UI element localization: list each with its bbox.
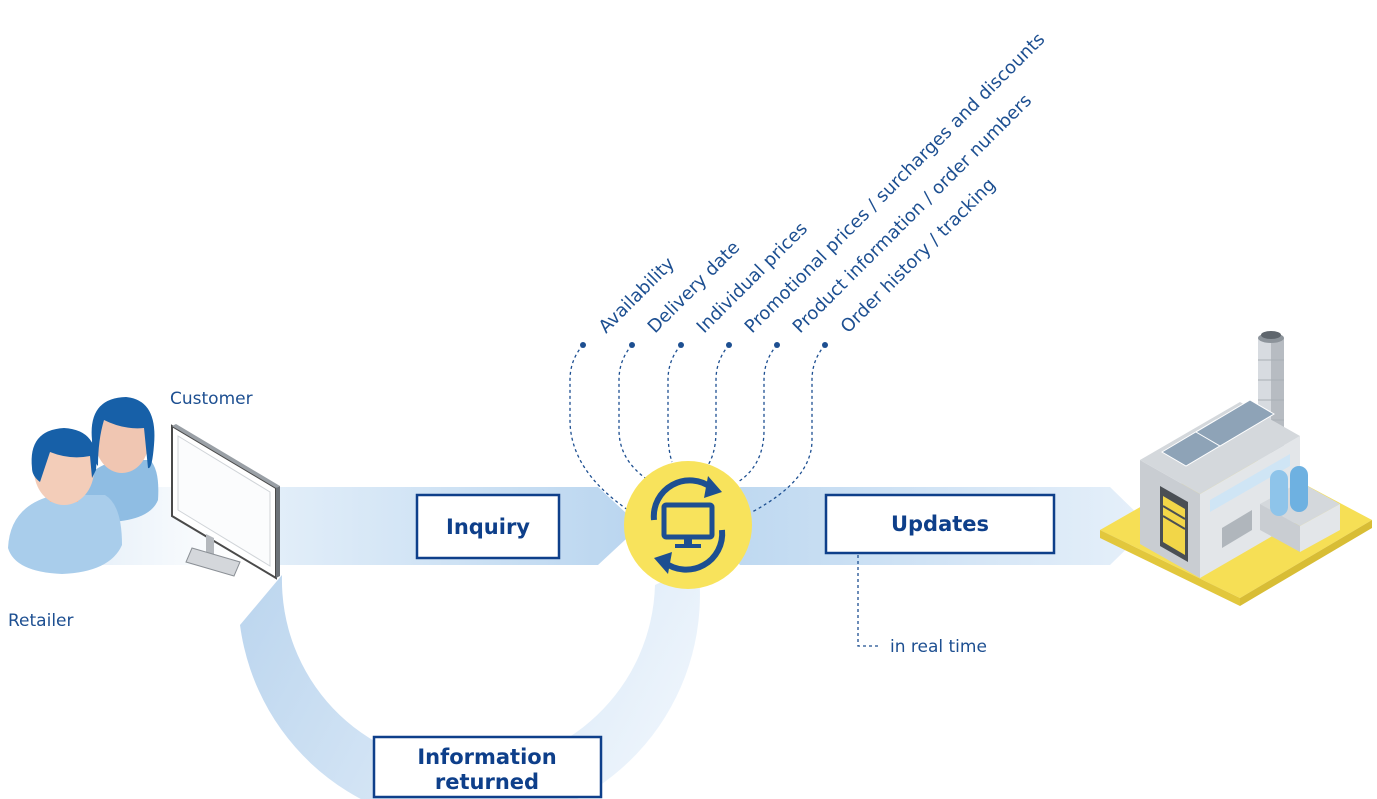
desktop-monitor-icon — [171, 424, 280, 580]
information-returned-box: Information returned — [372, 735, 603, 799]
retailer-label: Retailer — [8, 611, 74, 631]
data-item-labels: Availability Delivery date Individual pr… — [595, 29, 1050, 338]
user-group-icon — [8, 397, 159, 574]
inquiry-box: Inquiry — [415, 493, 561, 560]
data-item-product-information: Product information / order numbers — [789, 90, 1036, 337]
realtime-connector — [857, 555, 880, 647]
updates-box: Updates — [824, 493, 1056, 555]
in-real-time-label: in real time — [890, 637, 987, 657]
data-item-connectors — [569, 342, 828, 513]
sync-monitor-icon — [624, 461, 752, 589]
inquiry-label: Inquiry — [446, 515, 530, 539]
factory-icon — [1100, 331, 1372, 606]
information-returned-line2: returned — [435, 770, 539, 794]
customer-label: Customer — [170, 389, 253, 409]
information-returned-line1: Information — [417, 745, 556, 769]
updates-label: Updates — [891, 512, 989, 536]
